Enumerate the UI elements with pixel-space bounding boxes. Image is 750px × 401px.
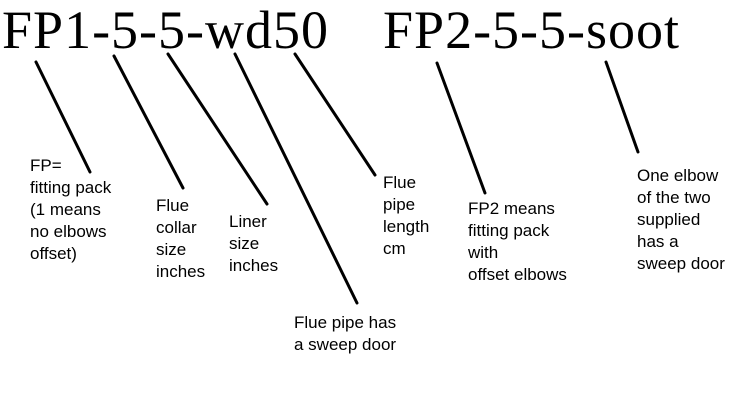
leader-elbow xyxy=(604,60,640,154)
annotation-one-elbow: One elbow of the two supplied has a swee… xyxy=(637,166,725,273)
leader-fp xyxy=(34,60,92,174)
leader-collar xyxy=(112,54,185,190)
leader-sweep xyxy=(233,52,359,305)
leader-liner xyxy=(166,52,269,206)
annotation-fitting-pack: FP= fitting pack (1 means no elbows offs… xyxy=(30,156,112,263)
annotation-fp2-offset: FP2 means fitting pack with offset elbow… xyxy=(468,199,567,284)
code-example-left: FP1-5-5-wd50 xyxy=(2,0,330,60)
annotation-sweep-door: Flue pipe has a sweep door xyxy=(294,313,397,354)
leader-fp2 xyxy=(435,61,487,195)
annotation-flue-collar: Flue collar size inches xyxy=(156,196,206,281)
code-example-right: FP2-5-5-soot xyxy=(383,0,681,60)
leader-length xyxy=(293,52,377,177)
annotation-pipe-length: Flue pipe length cm xyxy=(383,173,430,258)
annotation-liner-size: Liner size inches xyxy=(229,212,279,275)
